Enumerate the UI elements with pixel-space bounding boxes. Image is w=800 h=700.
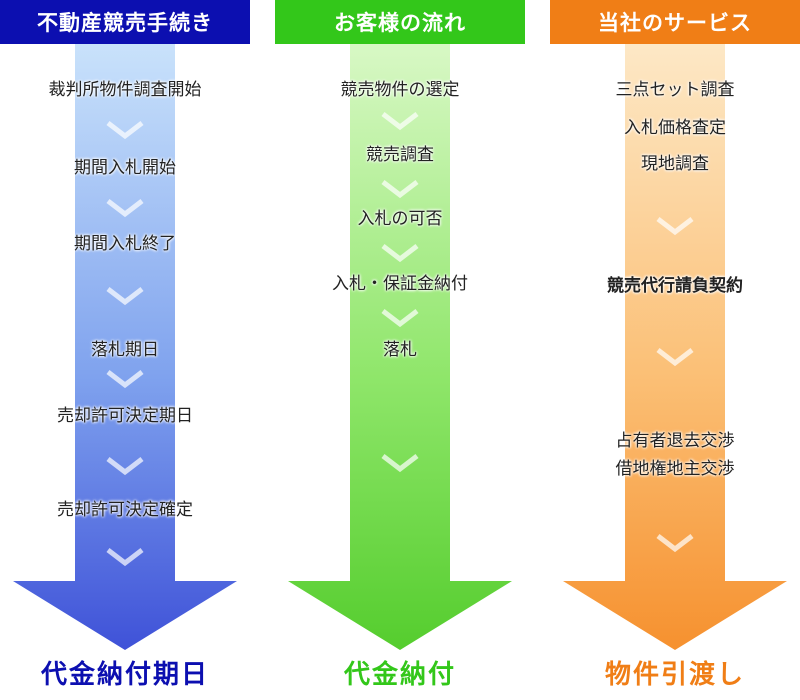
services-step: 借地権地主交渉 <box>615 459 735 479</box>
customer-flow-result: 代金納付 <box>343 660 456 690</box>
services-column: 当社のサービス 三点セット調査 入札価格査定 現地調査 競売代行請負契約 占有者… <box>550 0 800 700</box>
customer-flow-column: お客様の流れ 競売物件の選定 競売調査 入札の可否 入札・保証金納付 落札 代金… <box>275 0 525 700</box>
chevron-down-icon <box>381 112 419 131</box>
services-step: 競売代行請負契約 <box>607 276 743 296</box>
chevron-down-icon <box>106 287 144 306</box>
services-step: 占有者退去交渉 <box>615 431 735 451</box>
chevron-down-icon <box>656 534 694 553</box>
customer-flow-step: 入札・保証金納付 <box>332 274 468 294</box>
procedure-step: 裁判所物件調査開始 <box>48 80 202 100</box>
procedure-step: 売却許可決定確定 <box>57 500 193 520</box>
procedure-step: 期間入札開始 <box>74 158 176 178</box>
customer-flow-step: 入札の可否 <box>357 209 443 229</box>
customer-flow-arrow <box>288 44 512 650</box>
chevron-down-icon <box>656 348 694 367</box>
customer-flow-step: 落札 <box>383 340 417 360</box>
services-result: 物件引渡し <box>604 660 745 690</box>
chevron-down-icon <box>106 121 144 140</box>
chevron-down-icon <box>106 457 144 476</box>
procedure-step: 落札期日 <box>91 340 159 360</box>
procedure-result: 代金納付期日 <box>40 660 209 690</box>
customer-flow-step: 競売物件の選定 <box>340 80 460 100</box>
procedure-column: 不動産競売手続き 裁判所物件調査開始 期間入札開始 期間入札終了 落札期日 売却… <box>0 0 250 700</box>
customer-flow-header: お客様の流れ <box>275 0 525 44</box>
chevron-down-icon <box>381 454 419 473</box>
procedure-arrow <box>13 44 237 650</box>
chevron-down-icon <box>381 180 419 199</box>
procedure-header: 不動産競売手続き <box>0 0 250 44</box>
services-step: 現地調査 <box>641 154 709 174</box>
procedure-step: 売却許可決定期日 <box>57 406 193 426</box>
services-step: 入札価格査定 <box>624 118 726 138</box>
procedure-step: 期間入札終了 <box>74 234 176 254</box>
chevron-down-icon <box>106 548 144 567</box>
services-step: 三点セット調査 <box>615 80 735 100</box>
customer-flow-step: 競売調査 <box>366 145 434 165</box>
chevron-down-icon <box>106 370 144 389</box>
chevron-down-icon <box>381 309 419 328</box>
services-header: 当社のサービス <box>550 0 800 44</box>
services-arrow <box>563 44 787 650</box>
chevron-down-icon <box>106 199 144 218</box>
chevron-down-icon <box>656 217 694 236</box>
chevron-down-icon <box>381 244 419 263</box>
